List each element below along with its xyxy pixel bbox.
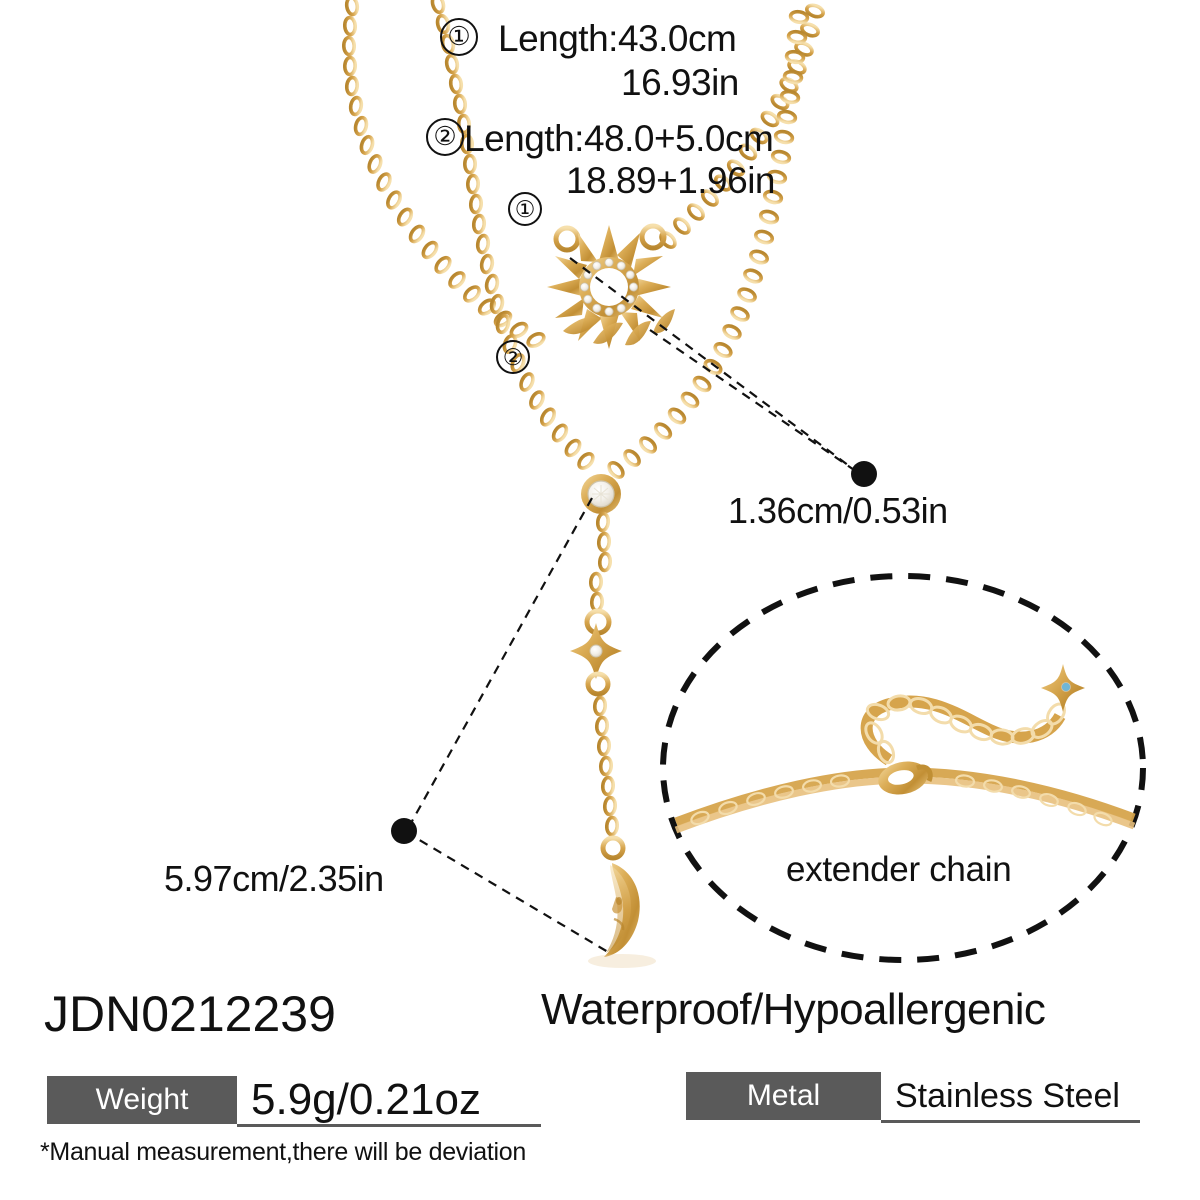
extender-chain-detail-group <box>660 573 1146 963</box>
spec-weight-value: 5.9g/0.21oz <box>237 1075 541 1127</box>
lariat-drop-chain <box>584 511 613 636</box>
product-features-label: Waterproof/Hypoallergenic <box>541 985 1046 1034</box>
lariat-lower-chain <box>585 671 626 861</box>
chain-marker-lower-inline: ② <box>496 340 530 374</box>
drop-length-leader <box>405 497 609 953</box>
chain-2-length-in: 18.89+1.96in <box>566 160 776 201</box>
chain-2-length-cm: Length:48.0+5.0cm <box>464 118 774 159</box>
chain-1-length-cm: Length:43.0cm <box>498 18 737 59</box>
extender-star-charm <box>1041 664 1085 712</box>
cz-bezel-station <box>581 474 621 514</box>
product-sku: JDN0212239 <box>44 986 336 1042</box>
extender-chain-label: extender chain <box>786 850 1012 889</box>
spec-metal-value: Stainless Steel <box>881 1072 1140 1123</box>
sun-pendant <box>547 223 675 349</box>
drop-length-dimension-label: 5.97cm/2.35in <box>164 858 384 899</box>
spec-weight-key: Weight <box>47 1076 237 1124</box>
chain-length-marker-1: ① <box>440 18 478 56</box>
spec-metal: Metal Stainless Steel <box>686 1072 1140 1123</box>
sun-width-leader-dot <box>851 461 877 487</box>
star-charm <box>570 623 622 679</box>
chain-marker-upper-inline: ① <box>508 192 542 226</box>
extender-chain-art <box>674 664 1136 834</box>
chain-1-length-in: 16.93in <box>621 62 739 103</box>
moon-pendant <box>588 863 656 968</box>
sun-width-dimension-label: 1.36cm/0.53in <box>728 490 948 531</box>
spec-weight: Weight 5.9g/0.21oz <box>47 1075 541 1127</box>
lobster-clasp <box>878 761 933 795</box>
chain-length-marker-2: ② <box>426 118 464 156</box>
sun-width-leader <box>569 257 861 475</box>
spec-metal-key: Metal <box>686 1072 881 1120</box>
drop-length-leader-dot <box>391 818 417 844</box>
measurement-disclaimer: *Manual measurement,there will be deviat… <box>40 1138 526 1166</box>
